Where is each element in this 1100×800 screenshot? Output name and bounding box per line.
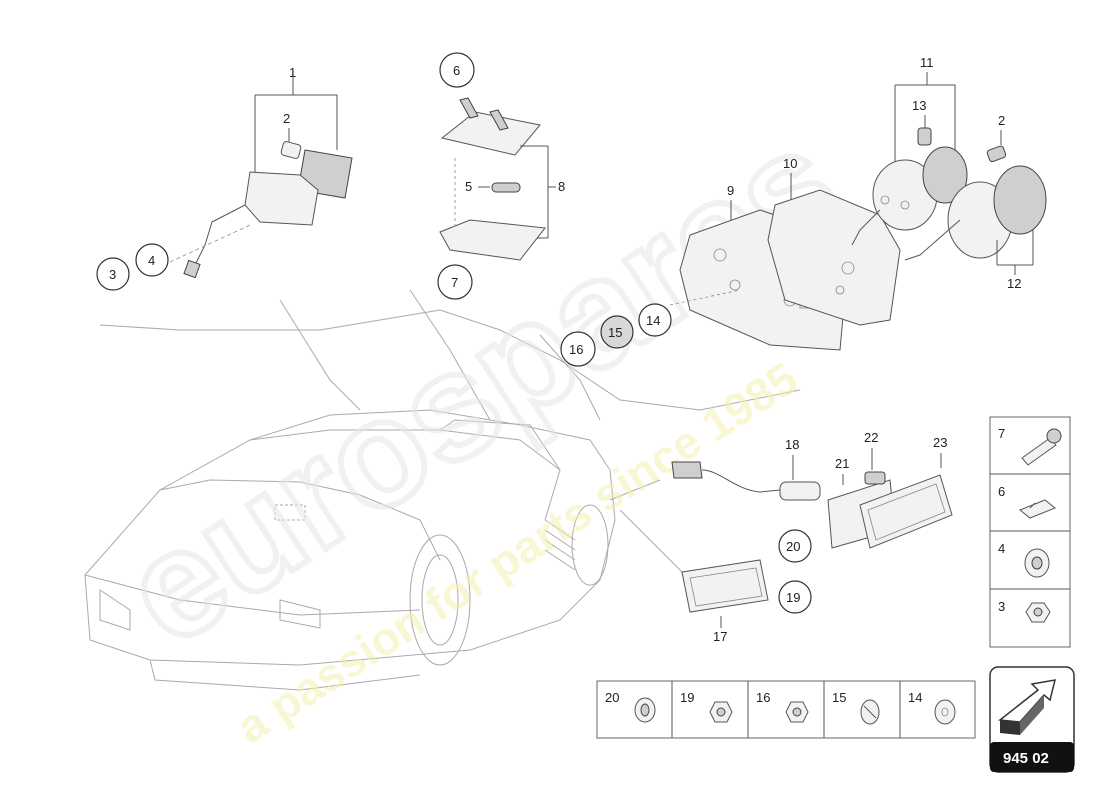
callout-1: 1 [289, 65, 296, 80]
washer-icon [1024, 548, 1050, 578]
callout-7: 7 [451, 275, 458, 290]
callout-18: 18 [785, 437, 799, 452]
license-plate-lamp-group: 6 8 5 7 [437, 52, 565, 300]
callout-17: 17 [713, 629, 727, 644]
spring-washer-icon [860, 699, 880, 725]
callout-20: 20 [786, 539, 800, 554]
lock-nut-icon [785, 701, 809, 723]
side-table-label-7: 7 [998, 426, 1005, 441]
callout-6: 6 [453, 63, 460, 78]
callout-21: 21 [835, 456, 849, 471]
bottom-table-label-20: 20 [605, 690, 619, 705]
direction-arrow-icon [998, 679, 1057, 735]
screw-icon [1021, 428, 1062, 466]
side-table-label-4: 4 [998, 541, 1005, 556]
bottom-table-label-19: 19 [680, 690, 694, 705]
callout-9: 9 [727, 183, 734, 198]
diagram-number: 945 02 [1003, 750, 1049, 767]
washer-icon [634, 697, 656, 723]
callout-13: 13 [912, 98, 926, 113]
side-marker-lamp-group: 1 2 4 3 [96, 65, 353, 291]
car-outline [84, 289, 801, 691]
callout-11: 11 [920, 55, 934, 70]
side-repeater-group: 17 18 20 19 21 22 23 [671, 430, 953, 644]
clip-nut-icon [1019, 499, 1056, 519]
bottom-table-label-15: 15 [832, 690, 846, 705]
callout-15: 15 [608, 325, 622, 340]
callout-5: 5 [465, 179, 472, 194]
diagram-number-badge: 945 02 [989, 666, 1075, 773]
callout-12: 12 [1007, 276, 1021, 291]
callout-2-right: 2 [998, 113, 1005, 128]
hex-nut-icon [709, 701, 733, 723]
hex-nut-icon [1025, 602, 1051, 623]
callout-3: 3 [109, 267, 116, 282]
callout-19: 19 [786, 590, 800, 605]
washer-icon [934, 699, 956, 725]
callout-8: 8 [558, 179, 565, 194]
callout-16: 16 [569, 342, 583, 357]
watermark: eurospares a passion for parts since 198… [93, 92, 869, 753]
bottom-table-label-16: 16 [756, 690, 770, 705]
side-table-label-6: 6 [998, 484, 1005, 499]
callout-4: 4 [148, 253, 155, 268]
callout-22: 22 [864, 430, 878, 445]
bottom-hardware-table: 20 19 16 15 14 [596, 680, 976, 739]
side-table-label-3: 3 [998, 599, 1005, 614]
callout-2-left: 2 [283, 111, 290, 126]
rear-lamp-group: 9 10 11 13 2 12 14 15 16 [560, 55, 1047, 367]
side-hardware-table: 7 6 4 3 [989, 416, 1071, 648]
callout-23: 23 [933, 435, 947, 450]
callout-14: 14 [646, 313, 660, 328]
callout-10: 10 [783, 156, 797, 171]
bottom-table-label-14: 14 [908, 690, 922, 705]
